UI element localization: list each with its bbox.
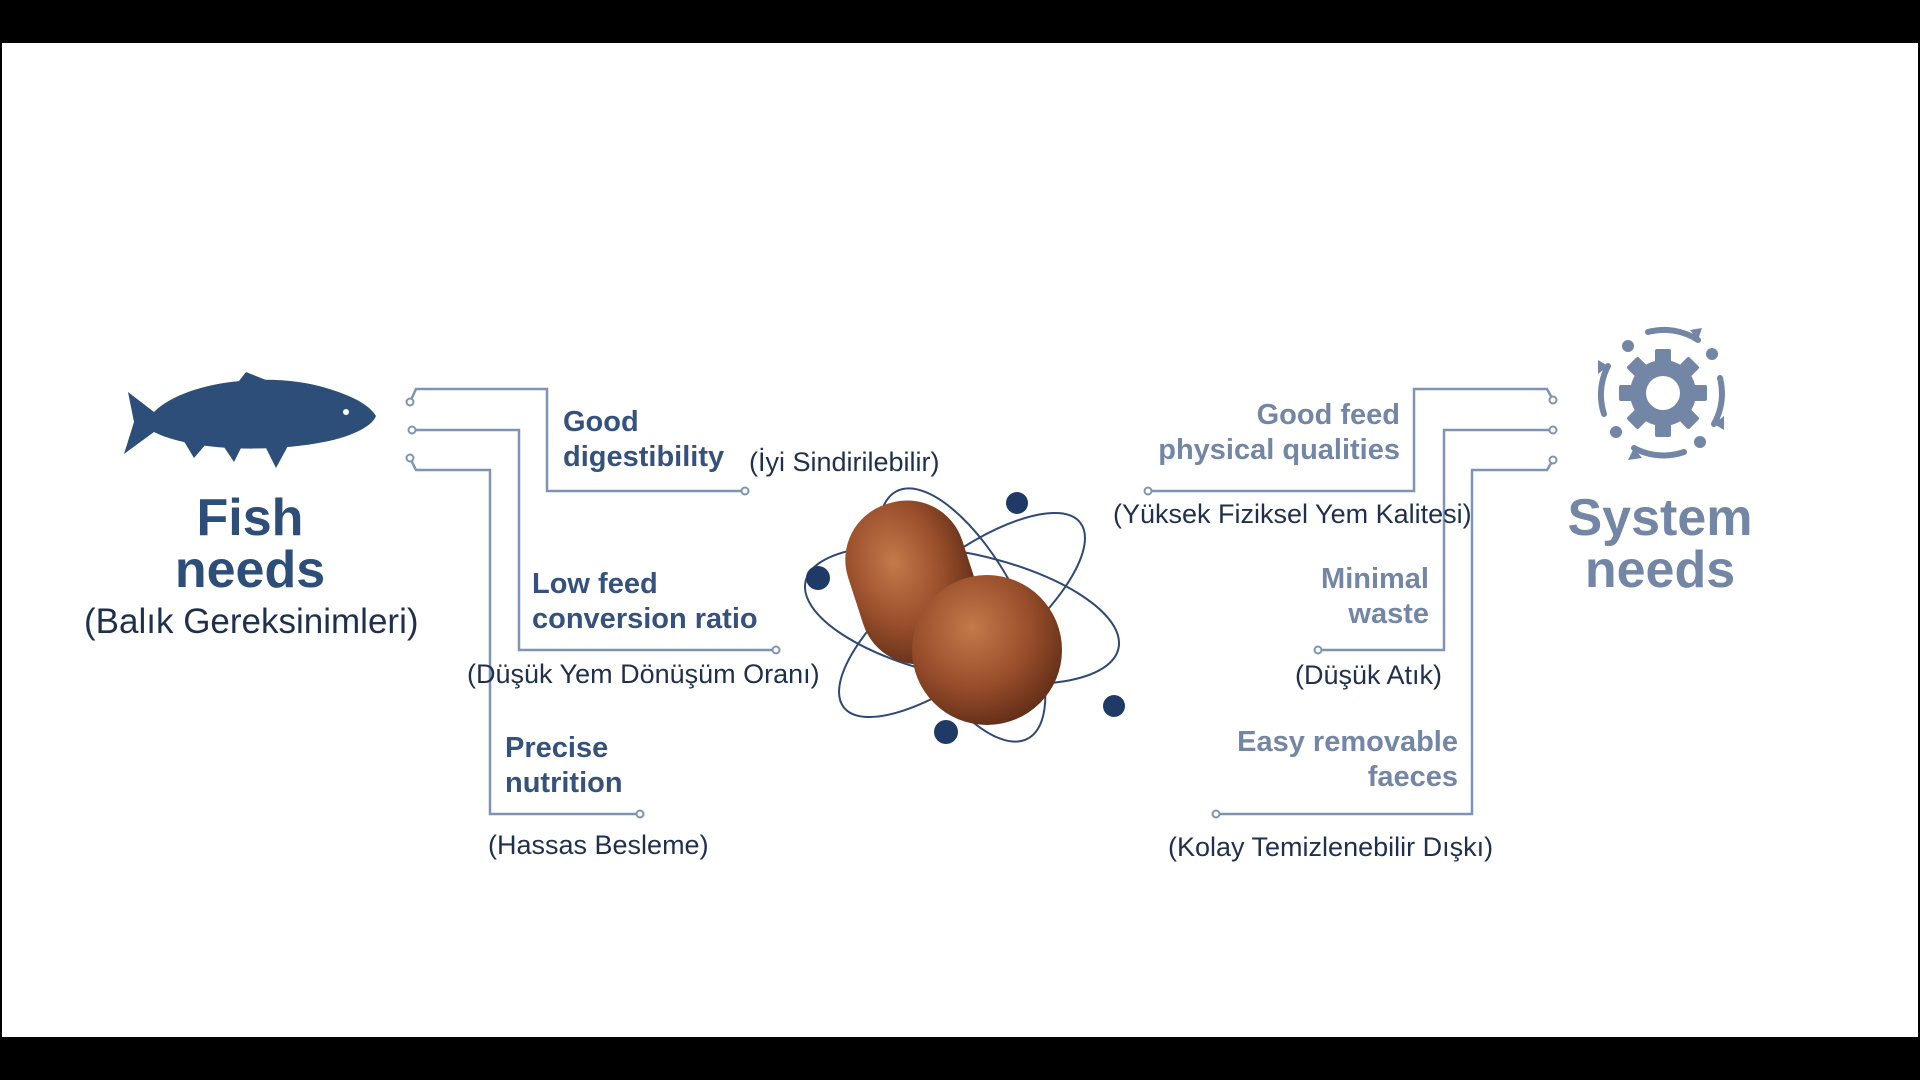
feed-pellets-atom-icon	[803, 487, 1125, 744]
fish-title-line1: Fish	[196, 489, 304, 547]
fish-title-line2: needs	[174, 541, 326, 599]
system-item-minimal-waste: Minimal waste	[1321, 563, 1429, 630]
system-title-line2: needs	[1584, 541, 1736, 599]
fish-connectors	[405, 387, 781, 819]
system-needs-title: System needs	[1540, 492, 1780, 596]
fish-item-nutrition: Precise nutrition	[505, 732, 623, 799]
system-item-removable-faeces-translation: (Kolay Temizlenebilir Dışkı)	[1168, 832, 1494, 862]
feed-pellet	[912, 575, 1062, 725]
fish-item-nutrition-translation: (Hassas Besleme)	[488, 830, 709, 860]
fish-needs-title: Fish needs	[140, 492, 360, 596]
fish-needs-subtitle: (Balık Gereksinimleri)	[84, 602, 419, 641]
system-item-physical-qualities-translation: (Yüksek Fiziksel Yem Kalitesi)	[1113, 499, 1472, 529]
system-item-physical-qualities: Good feed physical qualities	[1158, 399, 1400, 466]
fish-item-digestibility-translation: (İyi Sindirilebilir)	[749, 447, 940, 477]
system-item-removable-faeces: Easy removable faeces	[1237, 726, 1458, 793]
fish-item-digestibility: Good digestibility	[563, 406, 725, 473]
system-title-line1: System	[1567, 489, 1753, 547]
fish-item-conversion-ratio: Low feed conversion ratio	[532, 568, 758, 635]
fish-item-conversion-ratio-translation: (Düşük Yem Dönüşüm Oranı)	[467, 659, 820, 689]
system-connectors	[1143, 387, 1558, 819]
system-item-minimal-waste-translation: (Düşük Atık)	[1295, 660, 1443, 690]
gear-cycle-icon	[1597, 326, 1725, 460]
fish-icon	[124, 372, 376, 468]
